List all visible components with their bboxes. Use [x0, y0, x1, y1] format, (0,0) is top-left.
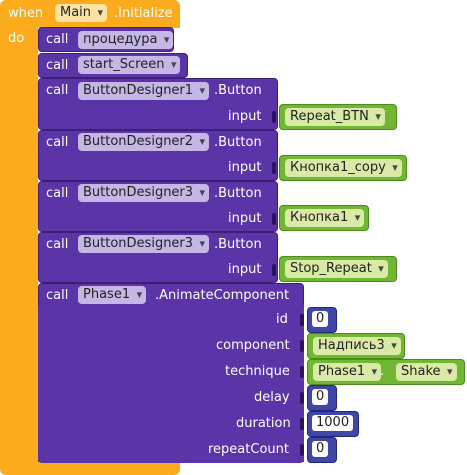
component-dropdown[interactable]: ButtonDesigner3 [78, 235, 210, 253]
component-value-dropdown[interactable]: Надпись3 [313, 337, 401, 355]
param-label-duration: duration [236, 416, 291, 431]
repeat-count-number-field[interactable]: 0 [312, 441, 329, 457]
param-label-id: id [276, 312, 288, 327]
animate-component-block-body [38, 305, 304, 462]
technique-separator: . [380, 364, 385, 379]
text-value-dropdown[interactable]: Кнопка1_copy [285, 159, 402, 177]
call-label: call [46, 58, 69, 73]
event-component-dropdown[interactable]: Main [55, 4, 108, 22]
param-label-input: input [228, 160, 262, 175]
id-socket [300, 314, 304, 326]
animate-component-block-bottom [38, 455, 304, 463]
technique-value-dropdown[interactable]: Shake [396, 363, 457, 381]
method-label: .Button [214, 135, 262, 150]
param-label-repeat-count: repeatCount [208, 442, 289, 457]
component-dropdown[interactable]: Phase1 [78, 286, 147, 304]
param-label-input: input [228, 211, 262, 226]
input-socket [272, 111, 276, 123]
duration-number-field[interactable]: 1000 [312, 415, 354, 431]
method-label: .Button [214, 237, 262, 252]
delay-socket [300, 392, 304, 404]
call-label: call [46, 237, 69, 252]
param-label-delay: delay [254, 390, 290, 405]
procedure-dropdown[interactable]: процедура [78, 31, 174, 49]
procedure-dropdown[interactable]: start_Screen [78, 56, 181, 74]
call-label: call [46, 135, 69, 150]
component-dropdown[interactable]: ButtonDesigner2 [78, 133, 210, 151]
technique-socket [300, 366, 304, 378]
do-label: do [8, 31, 25, 46]
call-label: call [46, 186, 69, 201]
text-value-dropdown[interactable]: Repeat_BTN [285, 108, 385, 126]
id-number-field[interactable]: 0 [312, 311, 329, 327]
input-socket [272, 162, 276, 174]
call-label: call [46, 32, 69, 47]
method-label: .Button [214, 186, 262, 201]
param-label-input: input [228, 262, 262, 277]
event-block-stem [0, 24, 38, 464]
event-name-label: .Initialize [114, 6, 173, 21]
technique-component-dropdown[interactable]: Phase1 [313, 363, 382, 381]
param-label-input: input [228, 109, 262, 124]
delay-number-field[interactable]: 0 [312, 389, 329, 405]
text-value-dropdown[interactable]: Stop_Repeat [285, 260, 388, 278]
component-socket [300, 340, 304, 352]
call-label: call [46, 288, 69, 303]
when-label: when [8, 6, 44, 21]
component-dropdown[interactable]: ButtonDesigner3 [78, 184, 210, 202]
input-socket [272, 213, 276, 225]
call-label: call [46, 83, 69, 98]
param-label-component: component [216, 338, 290, 353]
param-label-technique: technique [225, 364, 290, 379]
repeat-count-socket [300, 444, 304, 456]
component-dropdown[interactable]: ButtonDesigner1 [78, 82, 210, 100]
method-label: .Button [214, 83, 262, 98]
duration-socket [300, 418, 304, 430]
text-value-dropdown[interactable]: Кнопка1 [285, 209, 365, 227]
input-socket [272, 264, 276, 276]
event-block-footer [0, 462, 180, 475]
method-label: .AnimateComponent [155, 288, 290, 303]
